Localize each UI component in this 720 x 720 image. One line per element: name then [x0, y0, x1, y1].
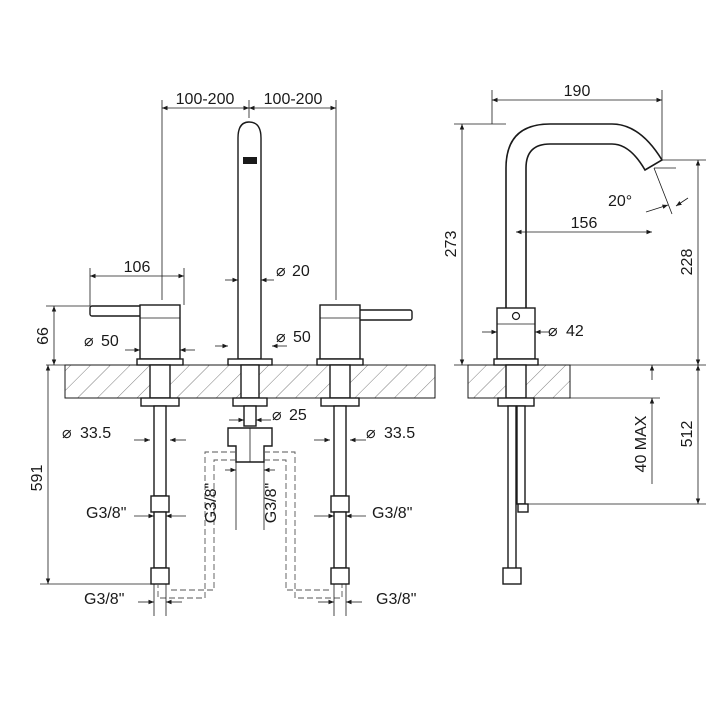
left-valve: [89, 304, 184, 585]
dim-left-thread-upper: G3/8": [86, 505, 126, 522]
dim-center-thread-left: G3/8": [203, 483, 220, 523]
dim-center-thread-right: G3/8": [263, 483, 280, 523]
dim-spacing-left: 100-200: [176, 91, 235, 108]
dim-handle-height: 66: [35, 327, 52, 345]
right-supply-hose: [264, 451, 343, 599]
dim-side-spout-height: 228: [679, 249, 696, 276]
dim-spout-tail-diameter: 25: [289, 407, 307, 424]
center-spout: [227, 121, 273, 463]
dim-side-body-diameter: 42: [566, 323, 584, 340]
dim-spout-tail-diameter-symbol: ⌀: [272, 407, 282, 424]
dim-side-spout-angle: 20°: [608, 193, 632, 210]
dim-side-spout-reach: 190: [564, 83, 591, 100]
left-supply-hose: [157, 451, 236, 599]
dim-left-body-diameter: 50: [101, 333, 119, 350]
dim-handle-reach: 106: [124, 259, 151, 276]
dim-spout-diameter: 20: [292, 263, 310, 280]
right-valve: [316, 304, 413, 585]
front-view: 100-200 100-200 106 ⌀ 20 66 ⌀ 50 ⌀ 50 ⌀ …: [29, 91, 436, 616]
dim-side-body-diameter-symbol: ⌀: [548, 323, 558, 340]
dim-right-thread-lower: G3/8": [376, 591, 416, 608]
right-supply-hose-inner: [264, 459, 330, 591]
dim-center-body-diameter: 50: [293, 329, 311, 346]
dim-right-tail-diameter-symbol: ⌀: [366, 425, 376, 442]
dim-left-tail-diameter-symbol: ⌀: [62, 425, 72, 442]
dim-spacing-right: 100-200: [264, 91, 323, 108]
dim-left-thread-lower: G3/8": [84, 591, 124, 608]
side-view: 190 20° 156 273 228 ⌀ 42 40 MAX 512: [443, 83, 706, 585]
dim-side-below-deck: 512: [679, 421, 696, 448]
dim-side-deck-max: 40 MAX: [633, 415, 650, 472]
dim-right-tail-diameter: 33.5: [384, 425, 415, 442]
dim-center-body-diameter-symbol: ⌀: [276, 329, 286, 346]
dim-side-total-height: 273: [443, 231, 460, 258]
dim-left-tail-diameter: 33.5: [80, 425, 111, 442]
dim-right-thread-upper: G3/8": [372, 505, 412, 522]
dim-spout-diameter-symbol: ⌀: [276, 263, 286, 280]
dim-side-spout-inner: 156: [571, 215, 598, 232]
dim-left-body-diameter-symbol: ⌀: [84, 333, 94, 350]
dim-overall-below-deck: 591: [29, 465, 46, 492]
left-supply-hose-inner: [170, 459, 236, 591]
